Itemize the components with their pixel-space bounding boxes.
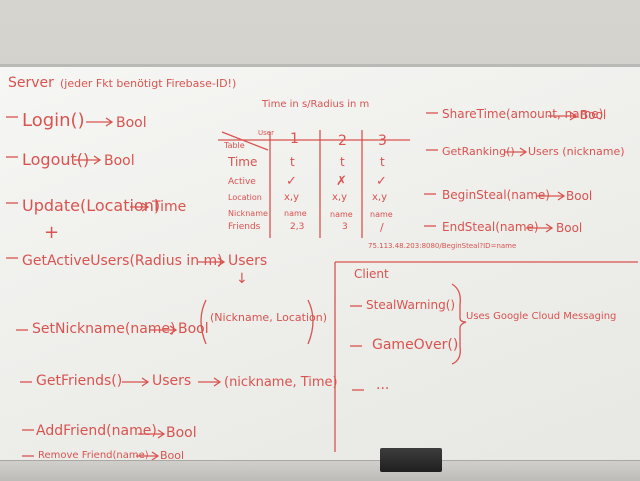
down-arrow: ↓ — [236, 271, 248, 287]
method-removefriend: Remove Friend(name) — [38, 450, 149, 461]
table-col-3: 3 — [378, 133, 387, 149]
table-cell: name — [330, 210, 353, 219]
arrow-addfriend — [138, 429, 166, 439]
method-getfriends-extra: (nickname, Time) — [224, 375, 338, 390]
users-note: (Nickname, Location) — [210, 311, 327, 324]
table-cell: x,y — [372, 192, 388, 203]
table-cell: t — [340, 155, 345, 169]
table-row-label: Friends — [228, 222, 261, 232]
table-cell: 3 — [342, 222, 348, 232]
method-removefriend-return: Bool — [160, 449, 185, 462]
arrow-logout — [74, 155, 102, 165]
client-game-over: GameOver() — [372, 337, 459, 353]
table-cell: x,y — [284, 192, 300, 203]
method-beginsteal-return: Bool — [566, 189, 593, 203]
table-row-label: Time — [228, 155, 258, 169]
table-cell: / — [380, 221, 384, 234]
arrow-ranking — [504, 147, 528, 157]
arrow-beginsteal — [536, 191, 566, 201]
table-row-label: Location — [228, 193, 262, 202]
steal-url: 75.113.48.203:8080/BeginSteal?ID=name — [368, 242, 517, 250]
arrow-endsteal — [526, 223, 554, 233]
plus-sign: + — [44, 222, 60, 243]
table-cell: t — [290, 155, 295, 169]
method-getranking-return: Users (nickname) — [528, 145, 625, 158]
table-col-2: 2 — [338, 133, 347, 149]
client-brace — [451, 283, 467, 365]
table-cell: ✓ — [286, 174, 297, 189]
client-title: Client — [354, 267, 389, 281]
method-getranking: GetRanking() — [442, 145, 515, 158]
method-login: Login() — [22, 110, 85, 131]
method-update-return: Time — [152, 199, 187, 215]
table-cell: ✓ — [376, 174, 387, 189]
client-steal-warning: StealWarning() — [366, 298, 456, 312]
table-heading: Time in s/Radius in m — [262, 99, 370, 110]
paren-right — [307, 299, 314, 345]
client-note: Uses Google Cloud Messaging — [466, 311, 617, 322]
method-getactiveusers: GetActiveUsers(Radius in m) — [22, 253, 223, 269]
table-cell: t — [380, 155, 385, 169]
method-logout-return: Bool — [104, 153, 135, 169]
method-endsteal-return: Bool — [556, 221, 583, 235]
method-login-return: Bool — [116, 115, 147, 131]
arrow-friends — [122, 377, 150, 387]
table-corner-bottom: Table — [224, 141, 245, 150]
method-addfriend-return: Bool — [166, 425, 197, 441]
method-getactiveusers-return: Users — [228, 253, 268, 269]
table-corner-diagonal — [221, 131, 269, 151]
table-cell: ✗ — [336, 174, 347, 189]
method-setnickname: SetNickname(name) — [32, 321, 176, 337]
table-cell: name — [370, 210, 393, 219]
arrow-update — [130, 202, 150, 212]
method-update: Update(Location) — [22, 196, 161, 215]
table-cell: name — [284, 209, 307, 218]
method-getfriends-return: Users — [152, 373, 192, 389]
arrow-sharetime — [548, 111, 578, 121]
table-cell: 2,3 — [290, 222, 305, 232]
method-logout: Logout() — [22, 150, 90, 169]
paren-left — [200, 299, 207, 345]
arrow-activeusers — [198, 257, 226, 267]
eraser — [380, 448, 442, 472]
method-beginsteal: BeginSteal(name) — [442, 188, 550, 202]
method-addfriend: AddFriend(name) — [36, 423, 157, 439]
server-title: Server — [8, 75, 54, 91]
method-sharetime-return: Bool — [580, 108, 607, 122]
arrow-removefriend — [136, 451, 160, 461]
arrow-friends-2 — [198, 377, 222, 387]
method-sharetime: ShareTime(amount, name) — [442, 107, 604, 121]
server-title-note: (jeder Fkt benötigt Firebase-ID!) — [60, 77, 237, 90]
table-corner-top: User — [258, 129, 274, 137]
method-setnickname-return: Bool — [178, 321, 209, 337]
table-cell: x,y — [332, 192, 348, 203]
arrow-nickname — [150, 325, 178, 335]
table-row-label: Active — [228, 177, 256, 187]
marker-tray — [0, 460, 640, 481]
method-getfriends: GetFriends() — [36, 373, 123, 389]
table-col-1: 1 — [290, 131, 299, 147]
arrow-login — [86, 117, 114, 127]
method-endsteal: EndSteal(name) — [442, 220, 539, 234]
table-row-label: Nickname — [228, 209, 268, 218]
client-ellipsis: ... — [376, 377, 390, 393]
